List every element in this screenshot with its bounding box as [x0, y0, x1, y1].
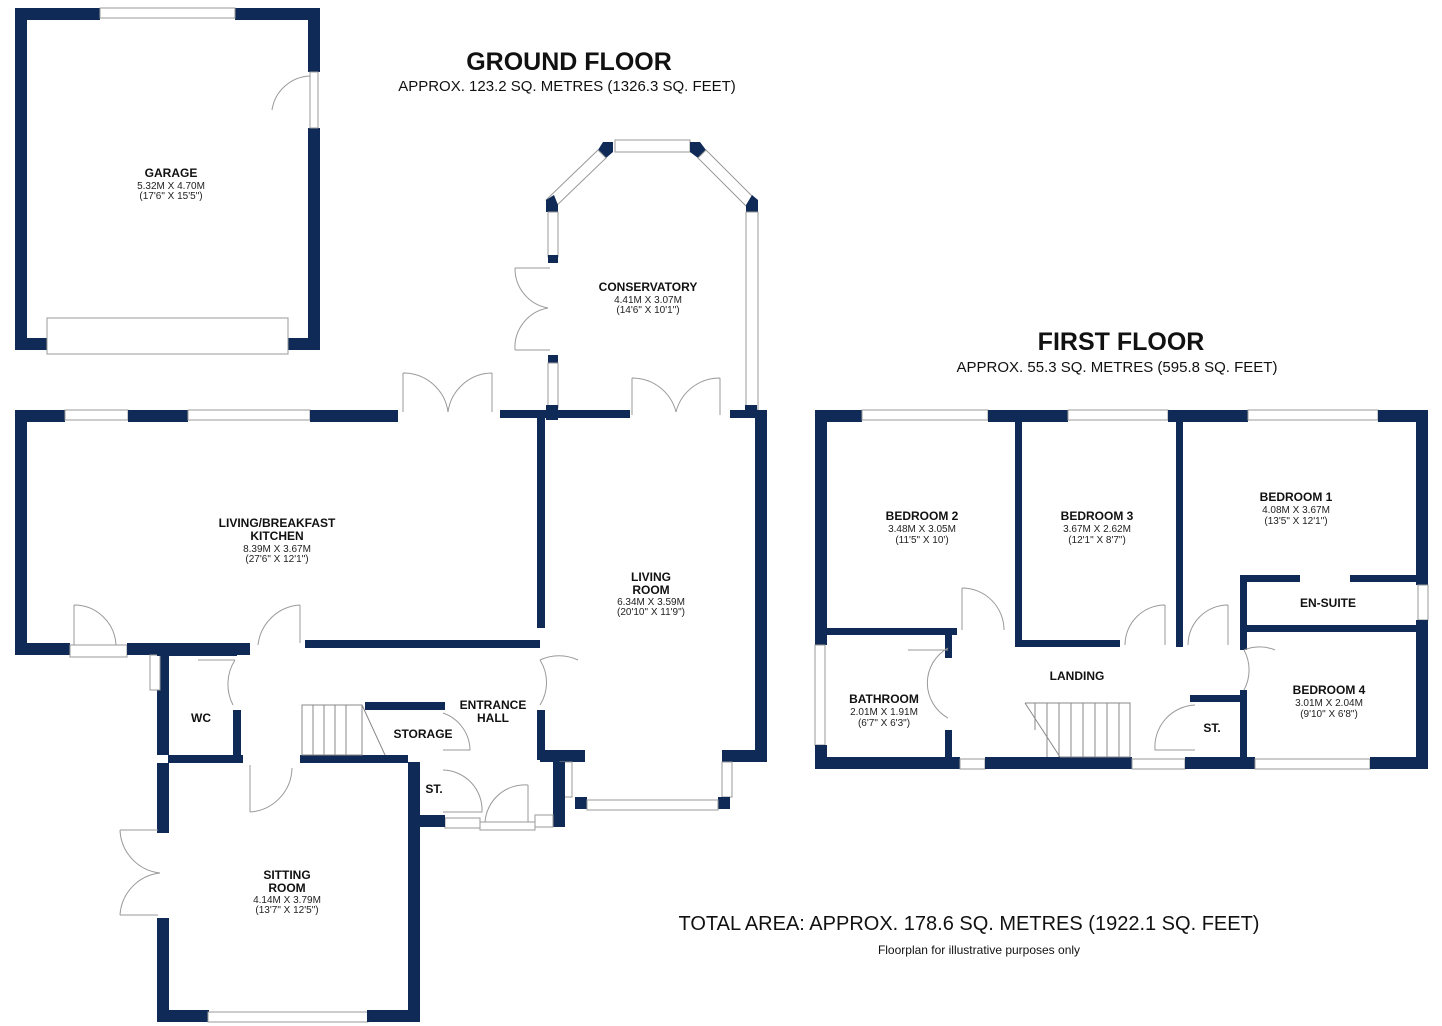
- disclaimer: Floorplan for illustrative purposes only: [878, 943, 1080, 957]
- first-floor-title: FIRST FLOOR: [1038, 328, 1205, 356]
- room-metric: 3.01M X 2.04M: [1295, 698, 1363, 709]
- room-label-conservatory: CONSERVATORY 4.41M X 3.07M (14'6" X 10'1…: [599, 280, 698, 316]
- room-label-landing: LANDING: [1050, 669, 1105, 683]
- garage-walls: [15, 7, 320, 355]
- first-floor-area: APPROX. 55.3 SQ. METRES (595.8 SQ. FEET): [957, 359, 1278, 376]
- room-label-en-suite: EN-SUITE: [1300, 596, 1356, 610]
- room-metric: 8.39M X 3.67M: [243, 544, 311, 555]
- room-metric: 3.48M X 3.05M: [888, 524, 956, 535]
- room-label-bedroom-1: BEDROOM 1 4.08M X 3.67M (13'5" X 12'1"): [1260, 490, 1333, 527]
- room-imperial: (13'7" X 12'5"): [255, 905, 318, 916]
- room-name-line1: LIVING: [631, 570, 671, 584]
- room-label-storage: STORAGE: [393, 727, 452, 741]
- room-name-line1: LIVING/BREAKFAST: [219, 516, 336, 530]
- room-name-line1: ENTRANCE: [460, 698, 527, 712]
- total-area: TOTAL AREA: APPROX. 178.6 SQ. METRES (19…: [679, 913, 1260, 935]
- room-name-line2: HALL: [477, 711, 509, 725]
- room-label-bathroom: BATHROOM 2.01M X 1.91M (6'7" X 6'3"): [849, 692, 919, 729]
- room-name-line1: SITTING: [263, 868, 310, 882]
- room-label-bedroom-3: BEDROOM 3 3.67M X 2.62M (12'1" X 8'7"): [1061, 509, 1134, 546]
- room-imperial: (9'10" X 6'8"): [1300, 709, 1358, 720]
- room-metric: 6.34M X 3.59M: [617, 597, 685, 608]
- room-label-bedroom-4: BEDROOM 4 3.01M X 2.04M (9'10" X 6'8"): [1293, 683, 1366, 720]
- room-label-entrance-hall: ENTRANCE HALL: [460, 698, 527, 725]
- ground-floor-area: APPROX. 123.2 SQ. METRES (1326.3 SQ. FEE…: [398, 78, 736, 95]
- room-metric: 4.08M X 3.67M: [1262, 505, 1330, 516]
- room-name: BEDROOM 3: [1061, 509, 1134, 523]
- room-metric: 4.14M X 3.79M: [253, 895, 321, 906]
- room-imperial: (14'6" X 10'1"): [616, 305, 679, 316]
- room-name: BATHROOM: [849, 692, 919, 706]
- room-label-wc: WC: [191, 711, 211, 725]
- room-metric: 2.01M X 1.91M: [850, 707, 918, 718]
- room-imperial: (27'6" X 12'1"): [245, 554, 308, 565]
- room-label-sitting-room: SITTING ROOM 4.14M X 3.79M (13'7" X 12'5…: [253, 868, 321, 916]
- ground-floor-title: GROUND FLOOR: [466, 48, 672, 76]
- room-label-living-room: LIVING ROOM 6.34M X 3.59M (20'10" X 11'9…: [617, 570, 685, 618]
- room-name-line2: ROOM: [632, 583, 669, 597]
- room-imperial: (11'5" X 10'): [895, 535, 948, 546]
- room-label-garage: GARAGE 5.32M X 4.70M (17'6" X 15'5"): [137, 166, 205, 202]
- room-name: BEDROOM 2: [886, 509, 959, 523]
- room-imperial: (17'6" X 15'5"): [139, 191, 202, 202]
- room-label-bedroom-2: BEDROOM 2 3.48M X 3.05M (11'5" X 10'): [886, 509, 959, 546]
- first-floor-walls: [814, 409, 1429, 770]
- room-metric: 4.41M X 3.07M: [614, 295, 682, 306]
- room-name: GARAGE: [145, 166, 198, 180]
- room-name: BEDROOM 4: [1293, 683, 1366, 697]
- room-metric: 3.67M X 2.62M: [1063, 524, 1131, 535]
- room-label-kitchen: LIVING/BREAKFAST KITCHEN 8.39M X 3.67M (…: [219, 516, 336, 565]
- ground-floor-walls: [15, 372, 767, 1023]
- room-label-store-first: ST.: [1203, 721, 1220, 735]
- room-name: BEDROOM 1: [1260, 490, 1333, 504]
- room-imperial: (20'10" X 11'9"): [617, 607, 685, 618]
- room-imperial: (13'5" X 12'1"): [1264, 516, 1327, 527]
- room-name-line2: KITCHEN: [250, 529, 303, 543]
- room-metric: 5.32M X 4.70M: [137, 181, 205, 192]
- room-imperial: (6'7" X 6'3"): [858, 718, 910, 729]
- room-imperial: (12'1" X 8'7"): [1068, 535, 1126, 546]
- room-label-store: ST.: [425, 782, 442, 796]
- room-name: CONSERVATORY: [599, 280, 698, 294]
- room-name-line2: ROOM: [268, 881, 305, 895]
- conservatory-walls: [514, 139, 759, 415]
